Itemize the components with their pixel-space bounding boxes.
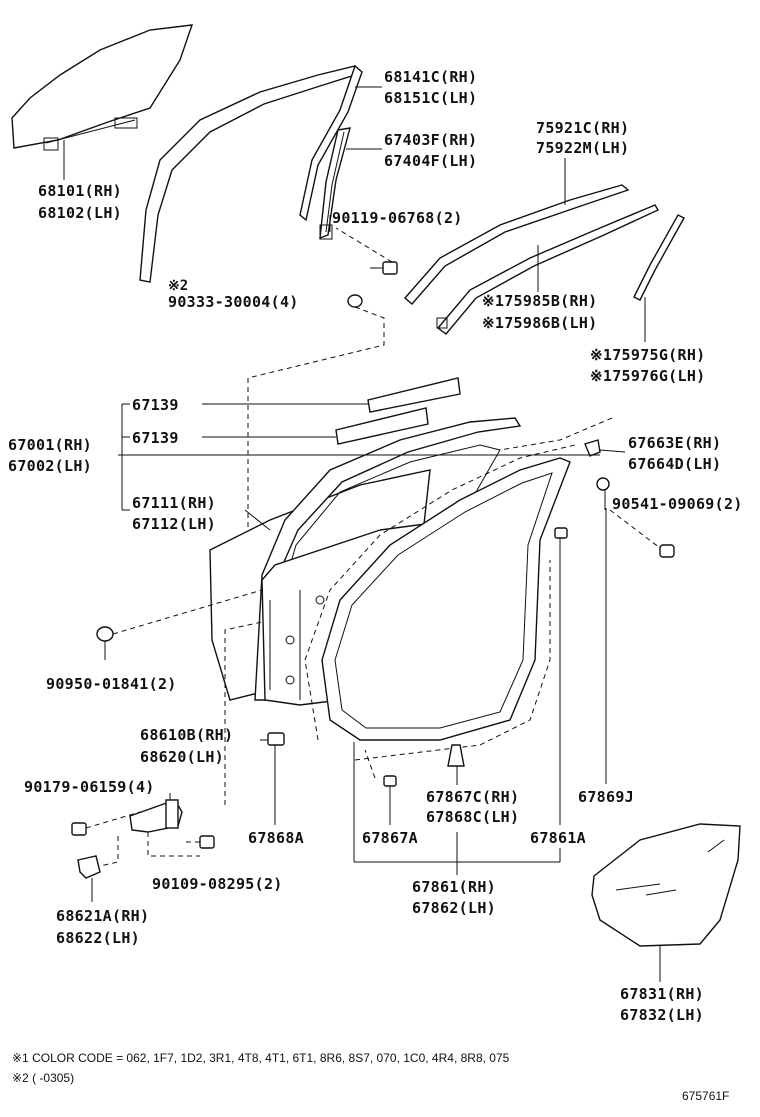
clip-67861a-drawing — [554, 527, 568, 539]
label-75976g: ※175976G(LH) — [590, 367, 706, 385]
label-67861: 67861(RH) — [412, 878, 496, 896]
footnotes: ※1 COLOR CODE = 062, 1F7, 1D2, 3R1, 4T8,… — [12, 1051, 729, 1103]
part-labels: 68141C(RH) 68151C(LH) 67403F(RH) 67404F(… — [8, 68, 743, 1024]
door-weatherstrip-drawing — [304, 444, 576, 761]
screw-drawing — [335, 227, 398, 275]
leader-lines — [63, 86, 661, 982]
footnote-color-code: ※1 COLOR CODE = 062, 1F7, 1D2, 3R1, 4T8,… — [12, 1051, 510, 1065]
label-68151c: 68151C(LH) — [384, 89, 477, 107]
label-68622: 68622(LH) — [56, 929, 140, 947]
label-68102: 68102(LH) — [38, 204, 122, 222]
service-cover-drawing — [591, 823, 741, 947]
label-90333: 90333-30004(4) — [168, 293, 299, 311]
label-68101: 68101(RH) — [38, 182, 122, 200]
clip-drawing — [247, 294, 385, 530]
label-75985b: ※175985B(RH) — [482, 292, 598, 310]
belt-strip-drawing — [335, 377, 461, 445]
label-68610b: 68610B(RH) — [140, 726, 233, 744]
label-67868c: 67868C(LH) — [426, 808, 519, 826]
label-68621a: 68621A(RH) — [56, 907, 149, 925]
bolt-90109-drawing — [184, 835, 215, 849]
label-90109: 90109-08295(2) — [152, 875, 283, 893]
label-star2: ※2 — [168, 278, 188, 294]
label-67832: 67832(LH) — [620, 1006, 704, 1024]
label-67403f: 67403F(RH) — [384, 131, 477, 149]
clip-67663e-drawing — [499, 417, 613, 457]
label-67112: 67112(LH) — [132, 515, 216, 533]
label-90541: 90541-09069(2) — [612, 495, 743, 513]
glass-run-drawing — [139, 64, 363, 283]
label-67663e: 67663E(RH) — [628, 434, 721, 452]
pillar-moulding-drawing — [633, 214, 685, 301]
hinge-drawing — [224, 621, 285, 805]
label-67002: 67002(LH) — [8, 457, 92, 475]
roof-moulding-drawing — [404, 184, 660, 335]
division-bar-drawing — [319, 127, 351, 240]
label-67404f: 67404F(LH) — [384, 152, 477, 170]
label-68141c: 68141C(RH) — [384, 68, 477, 86]
label-75922m: 75922M(LH) — [536, 139, 629, 157]
door-glass-drawing — [11, 24, 194, 151]
label-67139-lower: 67139 — [132, 429, 179, 447]
label-90950: 90950-01841(2) — [46, 675, 177, 693]
hinge-lower-drawing — [77, 832, 200, 879]
label-68620: 68620(LH) — [140, 748, 224, 766]
label-67664d: 67664D(LH) — [628, 455, 721, 473]
hinge-bolt-drawing — [71, 799, 183, 836]
label-67001: 67001(RH) — [8, 436, 92, 454]
label-75975g: ※175975G(RH) — [590, 346, 706, 364]
label-67868a: 67868A — [248, 829, 304, 847]
label-67139-upper: 67139 — [132, 396, 179, 414]
label-67861a: 67861A — [530, 829, 586, 847]
label-90119: 90119-06768(2) — [332, 209, 463, 227]
label-67869j: 67869J — [578, 788, 634, 806]
label-67867c: 67867C(RH) — [426, 788, 519, 806]
clip-67867c-drawing — [447, 744, 465, 767]
label-67867a: 67867A — [362, 829, 418, 847]
label-75986b: ※175986B(LH) — [482, 314, 598, 332]
label-67831: 67831(RH) — [620, 985, 704, 1003]
diagram-id: 675761F — [682, 1089, 729, 1103]
label-75921c: 75921C(RH) — [536, 119, 629, 137]
label-67111: 67111(RH) — [132, 494, 216, 512]
label-90179: 90179-06159(4) — [24, 778, 155, 796]
clip-90541-drawing — [596, 477, 675, 558]
footnote-date-range: ※2 ( -0305) — [12, 1071, 74, 1085]
label-67862: 67862(LH) — [412, 899, 496, 917]
